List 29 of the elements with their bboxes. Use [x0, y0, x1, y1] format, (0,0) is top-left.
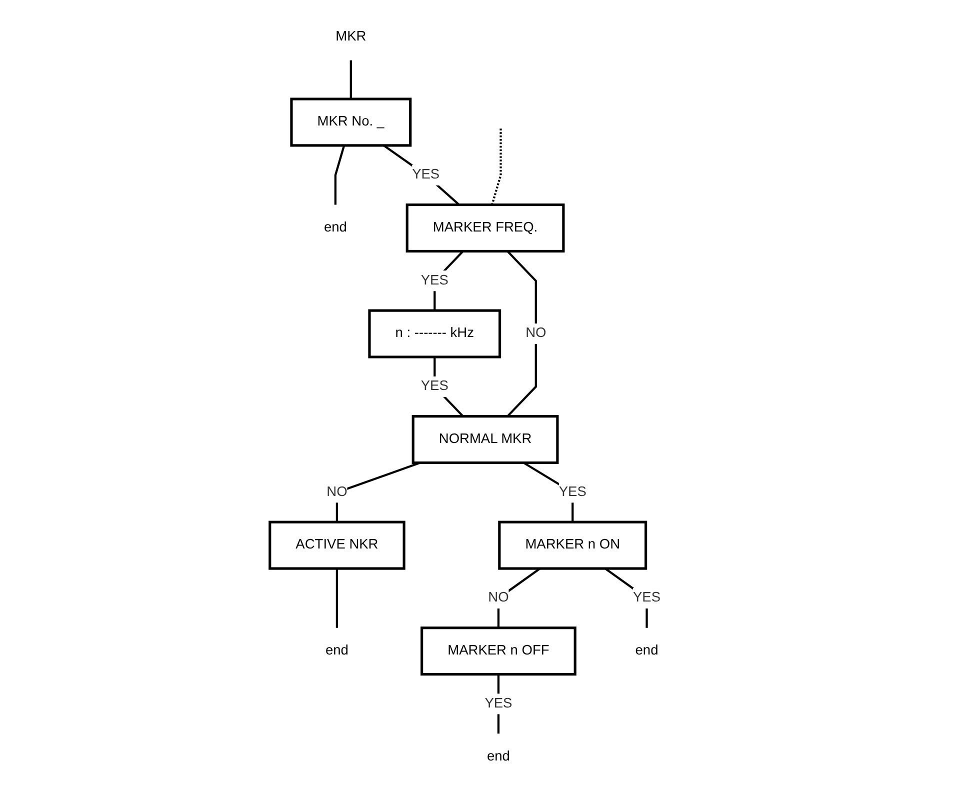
edge-label: YES	[420, 378, 448, 394]
connector	[506, 250, 537, 418]
node-text: end	[326, 643, 348, 658]
node-box: MARKER n ON	[498, 520, 648, 570]
edge-label: YES	[633, 590, 661, 606]
connector	[350, 60, 352, 100]
edge-label: YES	[484, 696, 512, 711]
node-text: MKR	[336, 29, 366, 44]
connector	[336, 462, 421, 522]
node-box: MKR No. _	[290, 98, 412, 147]
node-text: end	[324, 220, 347, 235]
connector	[491, 128, 502, 206]
node-box: ACTIVE NKR	[268, 520, 406, 570]
connector	[383, 144, 460, 206]
edge-label: YES	[412, 167, 440, 182]
connector	[336, 568, 338, 628]
edge-label: YES	[558, 484, 586, 500]
connector	[334, 145, 346, 205]
connector	[497, 568, 541, 628]
edge-label: YES	[420, 273, 448, 288]
node-box: MARKER n OFF	[420, 626, 576, 676]
node-text: end	[635, 643, 658, 658]
edge-label: NO	[526, 326, 546, 341]
edge-label: NO	[488, 590, 509, 606]
node-box: MARKER FREQ.	[406, 204, 565, 253]
node-box: n : ------- kHz	[368, 309, 502, 358]
edge-label: NO	[326, 484, 348, 500]
node-box: NORMAL MKR	[412, 415, 559, 464]
node-text: end	[487, 749, 510, 764]
